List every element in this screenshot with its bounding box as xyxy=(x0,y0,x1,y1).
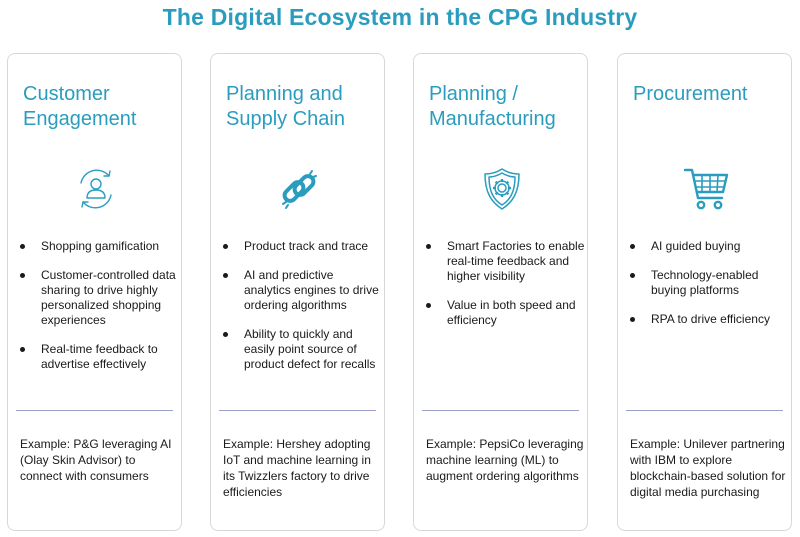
bullet-item: AI guided buying xyxy=(628,239,790,254)
divider xyxy=(219,410,376,411)
shopping-cart-icon xyxy=(683,168,728,210)
bullet-item: Value in both speed and efficiency xyxy=(424,298,586,328)
page-title: The Digital Ecosystem in the CPG Industr… xyxy=(162,4,638,30)
bullet-item: RPA to drive efficiency xyxy=(628,312,790,327)
card-title: Customer Engagement xyxy=(23,83,137,130)
bullet-item: Smart Factories to enable real-time feed… xyxy=(424,239,586,284)
card-customer-engagement: Customer Engagement Shopping gamificatio… xyxy=(7,53,182,531)
card-example: Example: Unilever partnering with IBM to… xyxy=(630,437,786,499)
card-title: Planning / Manufacturing xyxy=(429,83,556,130)
user-refresh-icon xyxy=(79,169,112,209)
card-title: Planning and Supply Chain xyxy=(226,83,345,130)
card-example: Example: Hershey adopting IoT and machin… xyxy=(223,437,371,499)
bullet-item: Technology-enabled buying platforms xyxy=(628,268,790,298)
divider xyxy=(626,410,783,411)
bullet-item: Ability to quickly and easily point sour… xyxy=(221,327,383,372)
bullet-item: Real-time feedback to advertise effectiv… xyxy=(18,342,180,372)
chain-link-icon xyxy=(281,170,317,209)
bullet-item: Shopping gamification xyxy=(18,239,180,254)
divider xyxy=(16,410,173,411)
shield-gear-icon xyxy=(483,168,520,210)
divider xyxy=(422,410,579,411)
card-planning-manufacturing: Planning / Manufacturing Smart Factories… xyxy=(413,53,588,531)
card-procurement: Procurement AI guided buying Technology-… xyxy=(617,53,792,531)
bullet-item: AI and predictive analytics engines to d… xyxy=(221,268,383,313)
card-example: Example: PepsiCo leveraging machine lear… xyxy=(426,437,584,483)
card-example: Example: P&G leveraging AI (Olay Skin Ad… xyxy=(20,437,172,483)
card-planning-supply-chain: Planning and Supply Chain Product track … xyxy=(210,53,385,531)
bullet-item: Customer-controlled data sharing to driv… xyxy=(18,268,180,328)
bullet-item: Product track and trace xyxy=(221,239,383,254)
card-title: Procurement xyxy=(633,83,748,105)
